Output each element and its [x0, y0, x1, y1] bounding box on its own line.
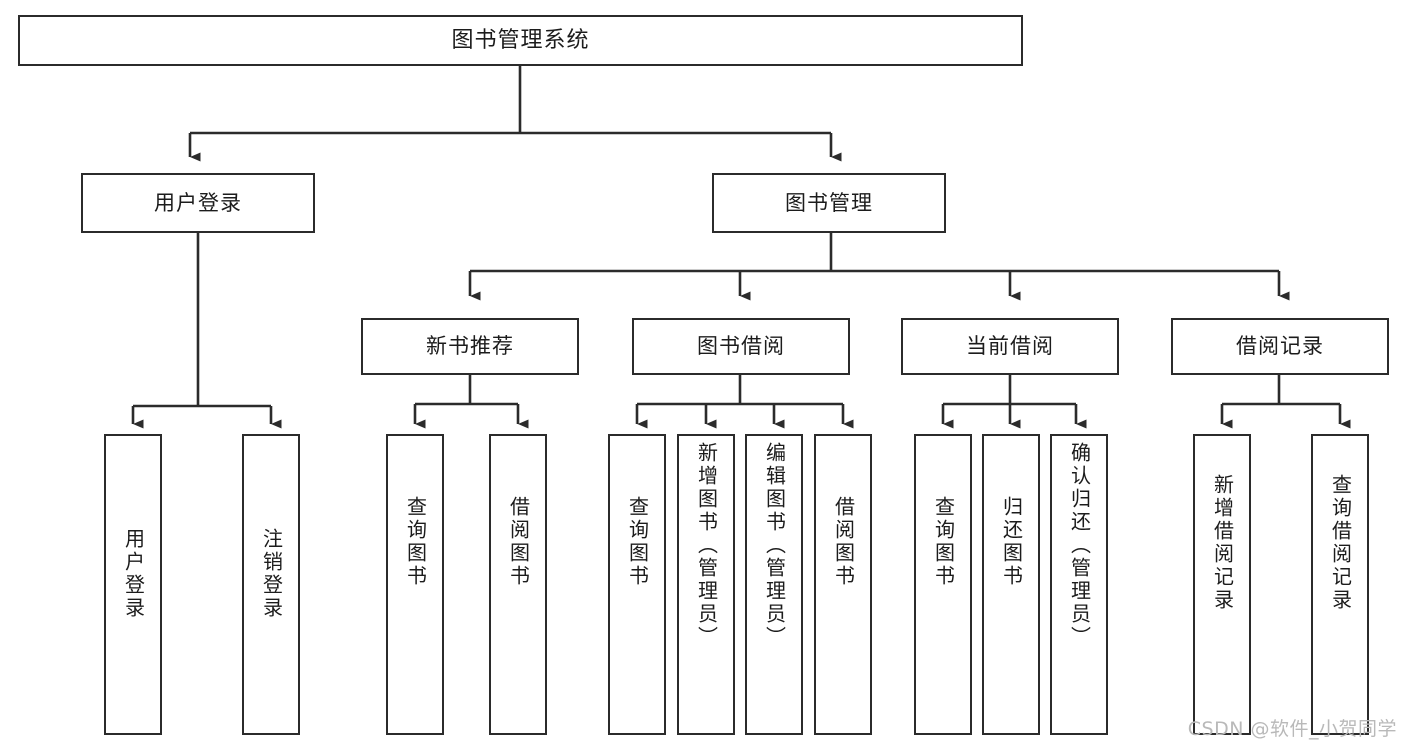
node-label: 归还图书 [999, 496, 1024, 588]
node-label: 注销登录 [259, 528, 284, 620]
node-label: 用户登录 [154, 190, 242, 215]
node-borrow-record[interactable]: 借阅记录 [1171, 318, 1389, 375]
leaf-current-return-book[interactable]: 归还图书 [982, 434, 1040, 735]
node-label: 图书管理系统 [451, 27, 590, 53]
node-label: 新增图书（管理员） [694, 442, 719, 649]
leaf-recommend-query-book[interactable]: 查询图书 [386, 434, 444, 735]
node-label: 图书借阅 [697, 334, 785, 359]
node-root-book-management-system[interactable]: 图书管理系统 [18, 15, 1023, 66]
leaf-borrow-borrow-book[interactable]: 借阅图书 [814, 434, 872, 735]
node-current-borrow[interactable]: 当前借阅 [901, 318, 1119, 375]
node-book-management[interactable]: 图书管理 [712, 173, 946, 233]
node-label: 查询图书 [403, 496, 428, 588]
node-label: 查询借阅记录 [1328, 474, 1353, 612]
node-label: 新增借阅记录 [1210, 474, 1235, 612]
node-book-borrow[interactable]: 图书借阅 [632, 318, 850, 375]
node-label: 查询图书 [625, 496, 650, 588]
leaf-borrow-edit-book-admin[interactable]: 编辑图书（管理员） [745, 434, 803, 735]
node-label: 新书推荐 [426, 334, 514, 359]
node-label: 查询图书 [931, 496, 956, 588]
leaf-current-confirm-return-admin[interactable]: 确认归还（管理员） [1050, 434, 1108, 735]
node-label: 编辑图书（管理员） [762, 442, 787, 649]
leaf-record-query-borrow-record[interactable]: 查询借阅记录 [1311, 434, 1369, 735]
leaf-borrow-query-book[interactable]: 查询图书 [608, 434, 666, 735]
node-label: 确认归还（管理员） [1067, 442, 1092, 649]
leaf-current-query-book[interactable]: 查询图书 [914, 434, 972, 735]
leaf-borrow-add-book-admin[interactable]: 新增图书（管理员） [677, 434, 735, 735]
watermark-text: CSDN @软件_小贺同学 [1187, 718, 1397, 740]
node-label: 当前借阅 [966, 334, 1054, 359]
leaf-recommend-borrow-book[interactable]: 借阅图书 [489, 434, 547, 735]
node-new-book-recommend[interactable]: 新书推荐 [361, 318, 579, 375]
leaf-user-login-login[interactable]: 用户登录 [104, 434, 162, 735]
node-label: 借阅记录 [1236, 334, 1324, 359]
node-user-login[interactable]: 用户登录 [81, 173, 315, 233]
node-label: 借阅图书 [831, 496, 856, 588]
node-label: 用户登录 [121, 528, 146, 620]
node-label: 借阅图书 [506, 496, 531, 588]
leaf-user-login-logout[interactable]: 注销登录 [242, 434, 300, 735]
leaf-record-add-borrow-record[interactable]: 新增借阅记录 [1193, 434, 1251, 735]
node-label: 图书管理 [785, 190, 873, 215]
